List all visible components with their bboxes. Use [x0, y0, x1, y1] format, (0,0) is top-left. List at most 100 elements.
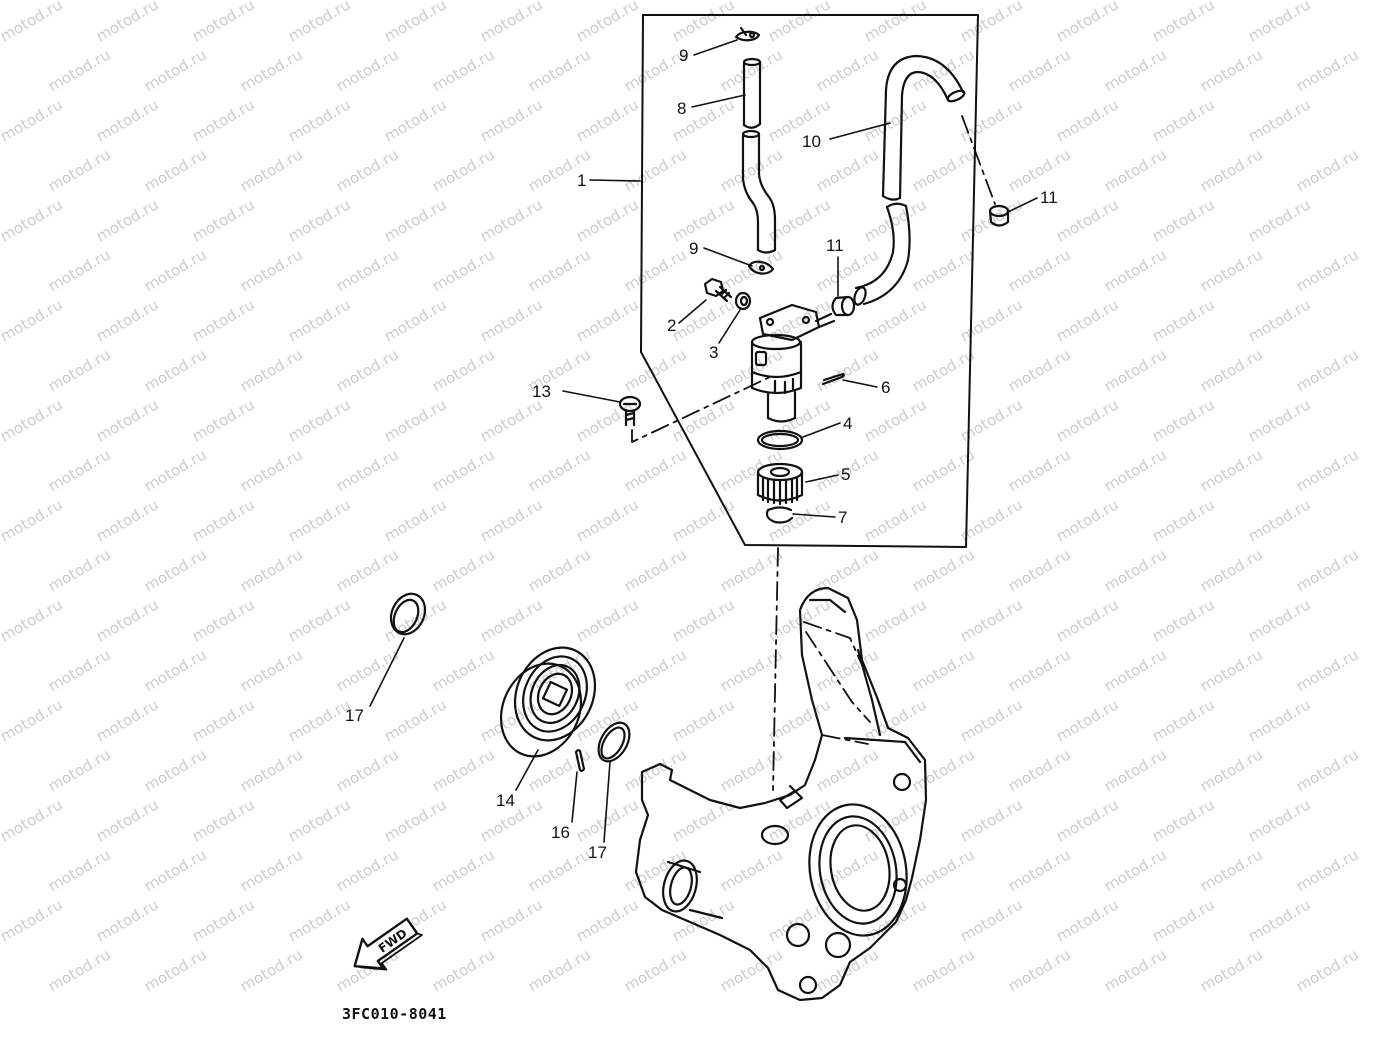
- watermark-text: motod.ru: [1197, 545, 1266, 595]
- watermark-text: motod.ru: [1293, 245, 1362, 295]
- watermark-text: motod.ru: [1005, 845, 1074, 895]
- body-side-nub: [754, 350, 768, 367]
- watermark-text: motod.ru: [1149, 495, 1218, 545]
- watermark-text: motod.ru: [1197, 145, 1266, 195]
- watermark-text: motod.ru: [477, 595, 546, 645]
- clip-eye: [748, 31, 756, 39]
- assembly-line-shaft: [772, 547, 779, 791]
- watermark-text: motod.ru: [573, 95, 642, 145]
- watermark-text: motod.ru: [189, 695, 258, 745]
- hose-upper-outer: [881, 54, 965, 198]
- ring-inner: [600, 726, 626, 760]
- callout-10: 10: [802, 132, 821, 151]
- watermark-text: motod.ru: [333, 145, 402, 195]
- watermark-text: motod.ru: [717, 945, 786, 995]
- watermark-text: motod.ru: [141, 445, 210, 495]
- watermark-text: motod.ru: [957, 595, 1026, 645]
- watermark-text: motod.ru: [717, 445, 786, 495]
- callout-13: 13: [532, 382, 551, 401]
- cap-face: [840, 295, 856, 317]
- watermark-text: motod.ru: [1005, 445, 1074, 495]
- hose-end-right: [946, 89, 966, 103]
- watermark-text: motod.ru: [1053, 595, 1122, 645]
- watermark-text: motod.ru: [1053, 695, 1122, 745]
- watermark-text: motod.ru: [957, 395, 1026, 445]
- watermark-text: motod.ru: [909, 945, 978, 995]
- leader-8: [691, 94, 746, 108]
- watermark-text: motod.ru: [1197, 645, 1266, 695]
- watermark-text: motod.ru: [813, 145, 882, 195]
- watermark-text: motod.ru: [141, 745, 210, 795]
- watermark-text: motod.ru: [189, 595, 258, 645]
- watermark-text: motod.ru: [1149, 895, 1218, 945]
- watermark-text: motod.ru: [861, 0, 930, 45]
- watermark-text: motod.ru: [381, 295, 450, 345]
- watermark-text: motod.ru: [861, 595, 930, 645]
- watermark-text: motod.ru: [333, 545, 402, 595]
- watermark-text: motod.ru: [429, 445, 498, 495]
- watermark-text: motod.ru: [45, 945, 114, 995]
- impeller-face: [513, 646, 597, 742]
- watermark-text: motod.ru: [429, 645, 498, 695]
- watermark-text: motod.ru: [1245, 595, 1314, 645]
- part-5-gear: [756, 462, 804, 506]
- watermark-text: motod.ru: [1053, 195, 1122, 245]
- watermark-text: motod.ru: [621, 745, 690, 795]
- part-11-cap-right: [988, 204, 1010, 227]
- watermark-text: motod.ru: [93, 695, 162, 745]
- hose-left-side: [741, 132, 760, 252]
- watermark-text: motod.ru: [429, 245, 498, 295]
- watermark-text: motod.ru: [1245, 795, 1314, 845]
- watermark-text: motod.ru: [1149, 95, 1218, 145]
- leader-10: [829, 122, 891, 140]
- watermark-text: motod.ru: [1245, 695, 1314, 745]
- body-outlet: [814, 312, 836, 329]
- housing-boss-1: [785, 922, 811, 948]
- watermark-text: motod.ru: [573, 495, 642, 545]
- watermark-text: motod.ru: [861, 895, 930, 945]
- watermark-text: motod.ru: [237, 545, 306, 595]
- watermark-text: motod.ru: [813, 745, 882, 795]
- watermark-text: motod.ru: [45, 645, 114, 695]
- impeller-groove-1: [522, 655, 588, 733]
- watermark-text: motod.ru: [1197, 45, 1266, 95]
- housing-boss-3: [798, 975, 818, 995]
- watermark-text: motod.ru: [621, 245, 690, 295]
- watermark-text: motod.ru: [0, 195, 66, 245]
- watermark-text: motod.ru: [621, 545, 690, 595]
- leader-4: [802, 422, 841, 438]
- leader-17-bottom: [603, 761, 611, 843]
- watermark-text: motod.ru: [669, 195, 738, 245]
- hose-end-bottom: [756, 248, 777, 254]
- watermark-text: motod.ru: [237, 645, 306, 695]
- callout-9-lower: 9: [689, 239, 698, 258]
- leader-16: [571, 771, 578, 823]
- watermark-text: motod.ru: [333, 245, 402, 295]
- part-8-hose: [742, 57, 762, 129]
- watermark-text: motod.ru: [1005, 545, 1074, 595]
- watermark-text: motod.ru: [813, 345, 882, 395]
- watermark-text: motod.ru: [957, 695, 1026, 745]
- hose-break-bottom: [885, 202, 908, 209]
- screw-thread: [624, 408, 636, 427]
- watermark-text: motod.ru: [93, 595, 162, 645]
- assembly-1-bracket: [640, 14, 979, 548]
- watermark-text: motod.ru: [93, 195, 162, 245]
- watermark-text: motod.ru: [1197, 445, 1266, 495]
- hose-end-bottom: [742, 122, 762, 129]
- watermark-text: motod.ru: [669, 395, 738, 445]
- watermark-text: motod.ru: [0, 795, 66, 845]
- watermark-text: motod.ru: [525, 945, 594, 995]
- part-10-hose: [853, 54, 966, 306]
- callout-8: 8: [677, 99, 686, 118]
- watermark-text: motod.ru: [1149, 395, 1218, 445]
- watermark-text: motod.ru: [1197, 845, 1266, 895]
- watermark-text: motod.ru: [861, 95, 930, 145]
- watermark-text: motod.ru: [1101, 245, 1170, 295]
- housing-boss-5: [892, 877, 908, 893]
- hose-end-top: [742, 57, 762, 67]
- watermark-text: motod.ru: [237, 445, 306, 495]
- watermark-text: motod.ru: [1005, 245, 1074, 295]
- watermark-text: motod.ru: [525, 45, 594, 95]
- part-11-cap-middle: [831, 295, 856, 317]
